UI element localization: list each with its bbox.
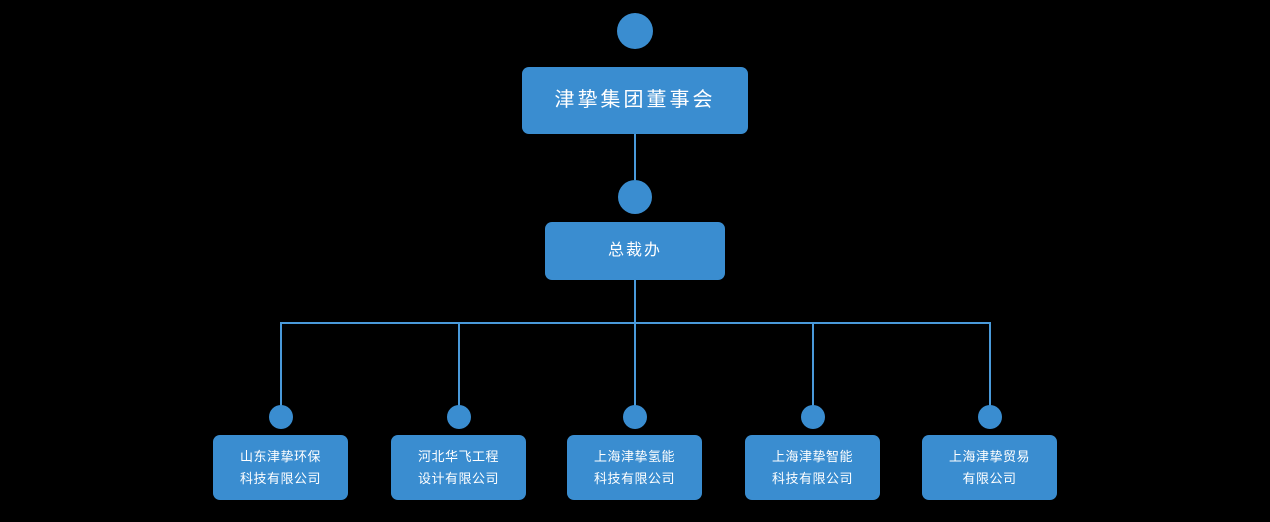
- connector-drop-3: [634, 322, 636, 408]
- node-dot-president-office: [618, 180, 652, 214]
- node-subsidiary-2[interactable]: 河北华飞工程 设计有限公司: [391, 435, 526, 500]
- connector-drop-1: [280, 322, 282, 408]
- node-dot-subsidiary-5: [978, 405, 1002, 429]
- connector-president-office-trunk: [634, 280, 636, 323]
- node-board[interactable]: 津挚集团董事会: [522, 67, 748, 134]
- node-subsidiary-3[interactable]: 上海津挚氢能 科技有限公司: [567, 435, 702, 500]
- node-dot-subsidiary-2: [447, 405, 471, 429]
- node-subsidiary-5[interactable]: 上海津挚贸易 有限公司: [922, 435, 1057, 500]
- connector-drop-5: [989, 322, 991, 408]
- node-dot-subsidiary-3: [623, 405, 647, 429]
- node-president-office[interactable]: 总裁办: [545, 222, 725, 280]
- node-dot-subsidiary-4: [801, 405, 825, 429]
- connector-board-to-dot: [634, 134, 636, 180]
- node-dot-subsidiary-1: [269, 405, 293, 429]
- connector-drop-2: [458, 322, 460, 408]
- node-subsidiary-4[interactable]: 上海津挚智能 科技有限公司: [745, 435, 880, 500]
- connector-drop-4: [812, 322, 814, 408]
- node-dot-board: [617, 13, 653, 49]
- node-subsidiary-1[interactable]: 山东津挚环保 科技有限公司: [213, 435, 348, 500]
